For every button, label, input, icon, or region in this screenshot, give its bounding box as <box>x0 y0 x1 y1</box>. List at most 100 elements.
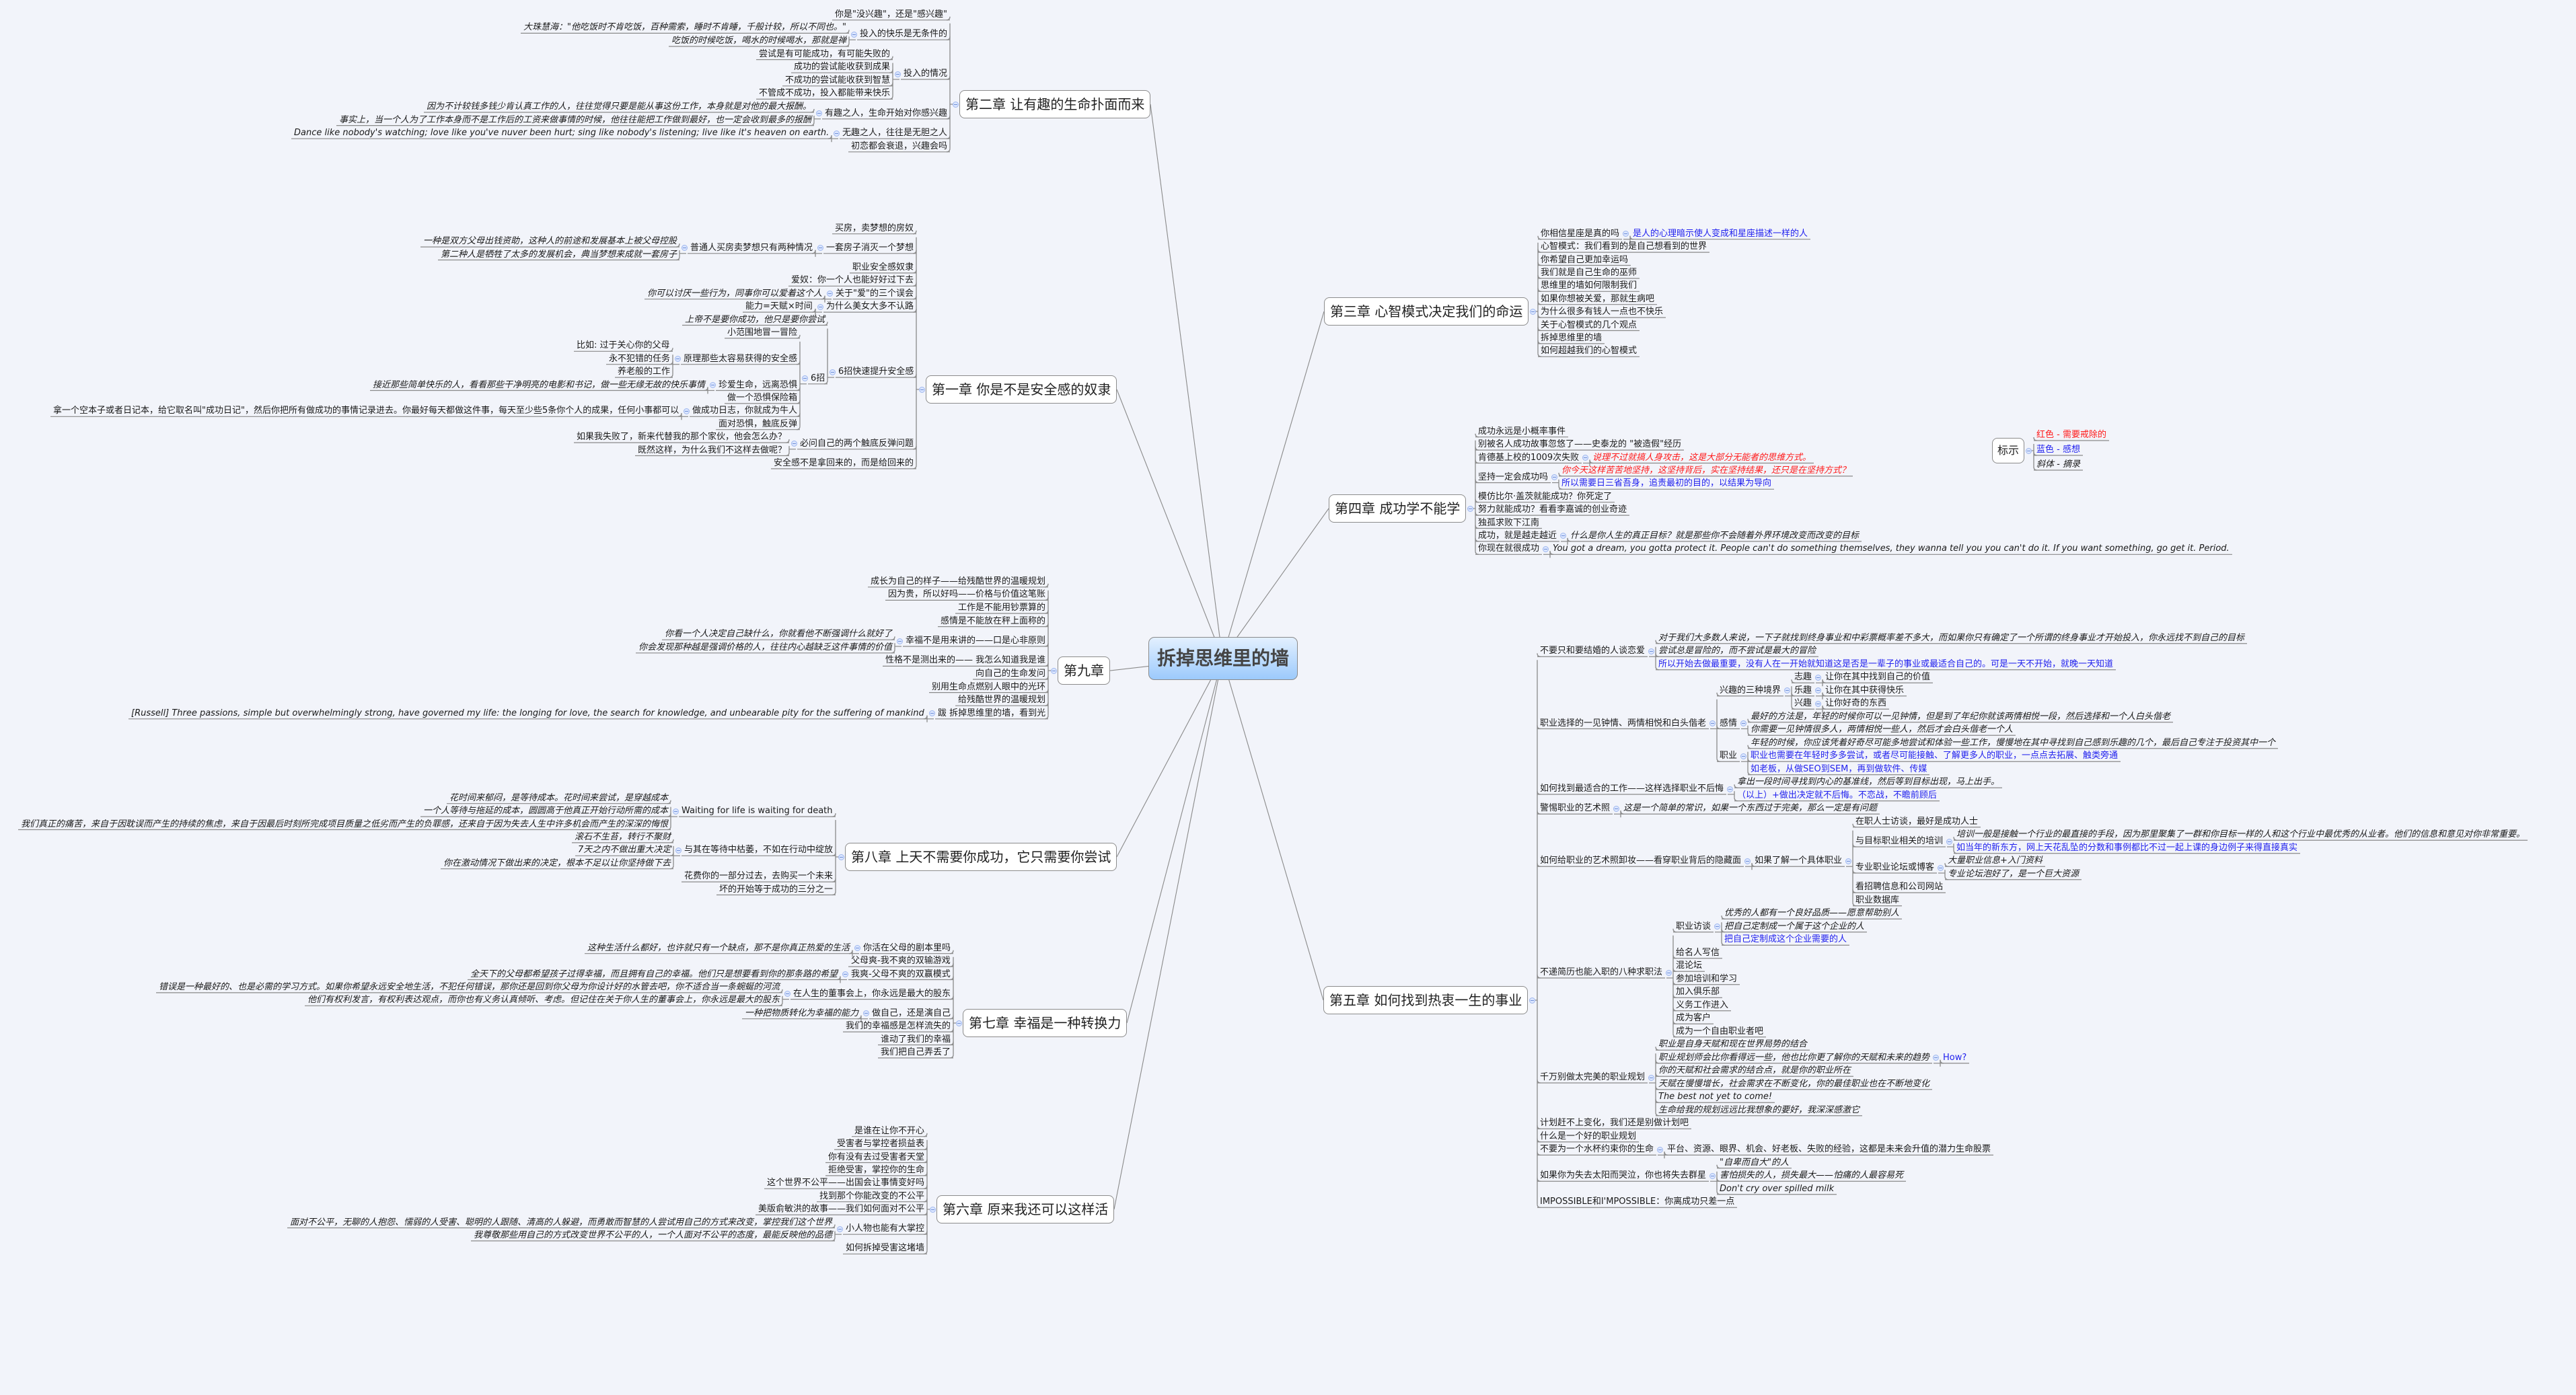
collapse-toggle-icon[interactable] <box>894 71 901 77</box>
topic-node[interactable]: 天赋在慢慢增长，社会需求在不断变化，你的最佳职业也在不断地变化 <box>1658 1078 1930 1089</box>
collapse-toggle-icon[interactable] <box>1740 720 1746 726</box>
topic-node[interactable]: 不要为一个水杯约束你的生命 <box>1540 1144 1654 1155</box>
collapse-toggle-icon[interactable] <box>1726 786 1733 792</box>
topic-node[interactable]: 珍爱生命，远离恐惧 <box>719 379 798 390</box>
topic-node[interactable]: 与其在等待中枯萎，不如在行动中绽放 <box>684 845 834 856</box>
collapse-toggle-icon[interactable] <box>826 291 833 297</box>
topic-node[interactable]: 如何超越我们的心智模式 <box>1541 346 1637 356</box>
topic-node[interactable]: 独孤求败下江南 <box>1478 517 1540 528</box>
chapter-ch4[interactable]: 第四章 成功学不能学 <box>1329 494 1467 523</box>
topic-node[interactable]: 投入的情况 <box>904 69 948 79</box>
topic-node[interactable]: 如果你为失去太阳而哭泣，你也将失去群星 <box>1540 1170 1707 1181</box>
topic-node[interactable]: 让你在其中找到自己的价值 <box>1825 672 1931 683</box>
collapse-toggle-icon[interactable] <box>1740 753 1746 759</box>
topic-node[interactable]: 害怕损失的人，损失最大——怕痛的人最容易死 <box>1720 1170 1904 1181</box>
topic-node[interactable]: 比如: 过于关心你的父母 <box>577 340 670 351</box>
collapse-toggle-icon[interactable] <box>1656 1146 1663 1153</box>
topic-node[interactable]: 7天之内不做出重大决定 <box>578 845 671 856</box>
topic-node[interactable]: 拆掉思维里的墙 <box>1541 332 1603 343</box>
topic-node[interactable]: 尝试是有可能成功，有可能失败的 <box>759 48 891 59</box>
topic-node[interactable]: 6招 <box>811 373 825 383</box>
collapse-toggle-icon[interactable] <box>836 1226 843 1232</box>
collapse-toggle-icon[interactable] <box>928 710 935 717</box>
topic-node[interactable]: [Russell] Three passions, simple but ove… <box>131 708 924 718</box>
topic-node[interactable]: 专业论坛泡好了，是一个巨大资源 <box>1948 868 2080 879</box>
collapse-toggle-icon[interactable] <box>784 991 790 997</box>
collapse-toggle-icon[interactable] <box>681 245 688 252</box>
chapter-ch6[interactable]: 第六章 原来我还可以这样活 <box>936 1195 1115 1223</box>
collapse-toggle-icon[interactable] <box>1529 308 1536 315</box>
collapse-toggle-icon[interactable] <box>1542 545 1549 552</box>
topic-node[interactable]: 如当年的新东方，网上天花乱坠的分数和事例都比不过一起上课的身边例子来得直接真实 <box>1956 842 2298 853</box>
topic-node[interactable]: IMPOSSIBLE和I'MPOSSIBLE：你离成功只差一点 <box>1540 1197 1735 1207</box>
topic-node[interactable]: 必问自己的两个触底反弹问题 <box>800 438 914 449</box>
chapter-ch9[interactable]: 第九章 <box>1058 656 1110 685</box>
topic-node[interactable]: 你希望自己更加幸运吗 <box>1541 254 1629 265</box>
collapse-toggle-icon[interactable] <box>1714 923 1720 930</box>
topic-node[interactable]: 永不犯错的任务 <box>609 353 671 364</box>
topic-node[interactable]: 模仿比尔·盖茨就能成功？你死定了 <box>1478 491 1613 502</box>
topic-node[interactable]: 感情 <box>1720 718 1738 728</box>
topic-node[interactable]: 接近那些简单快乐的人，看看那些干净明亮的电影和书记，做一些无缘无故的快乐事情 <box>373 379 706 390</box>
topic-node[interactable]: 为什么美女大多不认路 <box>826 301 914 312</box>
topic-node[interactable]: 感情是不能放在秤上面称的 <box>941 615 1046 626</box>
topic-node[interactable]: 平台、资源、眼界、机会、好老板、失败的经验，这都是未来会升值的潜力生命股票 <box>1667 1144 1991 1155</box>
topic-node[interactable]: 生命给我的规划远远比我想象的要好，我深深感激它 <box>1658 1104 1860 1115</box>
topic-node[interactable]: 不管成不成功，投入都能带来快乐 <box>759 88 891 99</box>
topic-node[interactable]: 成长为自己的样子——给残酷世界的温暖规划 <box>871 576 1046 587</box>
topic-node[interactable]: 混论坛 <box>1676 960 1703 971</box>
topic-node[interactable]: 这是一个简单的常识，如果一个东西过于完美，那么一定是有问题 <box>1623 803 1878 814</box>
topic-node[interactable]: 普通人买房卖梦想只有两种情况 <box>690 242 813 253</box>
topic-node[interactable]: 职业安全感奴隶 <box>852 262 914 272</box>
topic-node[interactable]: 这个世界不公平——出国会让事情变好吗 <box>767 1178 925 1189</box>
collapse-toggle-icon[interactable] <box>838 854 844 860</box>
topic-node[interactable]: 大量职业信息+入门资料 <box>1948 856 2043 866</box>
topic-node[interactable]: 说理不过就搞人身攻击，这是大部分无能者的思维方式。 <box>1592 452 1812 463</box>
collapse-toggle-icon[interactable] <box>1582 455 1588 461</box>
collapse-toggle-icon[interactable] <box>918 386 925 393</box>
collapse-toggle-icon[interactable] <box>829 369 836 375</box>
topic-node[interactable]: 成功，就是越走越近 <box>1478 530 1557 541</box>
topic-node[interactable]: 安全感不是拿回来的，而是给回来的 <box>774 457 914 468</box>
topic-node[interactable]: 能力=天赋×时间 <box>745 301 813 312</box>
topic-node[interactable]: 什么是一个好的职业规划 <box>1540 1131 1637 1141</box>
topic-node[interactable]: 面对不公平，无聊的人抱怨、懦弱的人受害、聪明的人跟随、清高的人躲避，而勇敢而智慧… <box>290 1217 833 1228</box>
topic-node[interactable]: 你在激动情况下做出来的决定，根本不足以让你坚持做下去 <box>443 858 671 868</box>
topic-node[interactable]: 如老板，从做SEO到SEM，再到做软件、传媒 <box>1751 763 1927 774</box>
topic-node[interactable]: 兴趣的三种境界 <box>1720 685 1781 695</box>
topic-node[interactable]: 如果我失败了，新来代替我的那个家伙，他会怎么办？ <box>577 432 787 443</box>
topic-node[interactable]: 6招快速提升安全感 <box>838 367 914 377</box>
topic-node[interactable]: 在人生的董事会上，你永远是最大的股东 <box>793 988 951 999</box>
topic-node[interactable]: 一套房子消灭一个梦想 <box>826 242 914 253</box>
collapse-toggle-icon[interactable] <box>1613 805 1619 812</box>
topic-node[interactable]: 错误是一种最好的、也是必需的学习方式。如果你希望永远安全地生活，不犯任何错误，那… <box>159 981 780 992</box>
topic-node[interactable]: 拿出一段时间寻找到内心的基准线，然后等到目标出现，马上出手。 <box>1737 777 2000 788</box>
collapse-toggle-icon[interactable] <box>2025 447 2032 454</box>
topic-node[interactable]: 坏的开始等于成功的三分之一 <box>719 884 834 895</box>
topic-node[interactable]: 向自己的生命发问 <box>976 669 1046 679</box>
collapse-toggle-icon[interactable] <box>1937 864 1944 871</box>
topic-node[interactable]: 是人的心理暗示使人变成和星座描述一样的人 <box>1633 228 1808 239</box>
collapse-toggle-icon[interactable] <box>955 1020 962 1026</box>
topic-node[interactable]: 第二种人是牺牲了太多的发展机会，典当梦想来成就一套房子 <box>441 249 677 260</box>
topic-node[interactable]: 做成功日志，你就成为牛人 <box>692 406 798 416</box>
topic-node[interactable]: 职业选择的一见钟情、两情相悦和白头偕老 <box>1540 718 1707 728</box>
chapter-ch1[interactable]: 第一章 你是不是安全感的奴隶 <box>926 375 1117 404</box>
topic-node[interactable]: 跋 拆掉思维里的墙，看到光 <box>938 708 1046 718</box>
topic-node[interactable]: 受害者与掌控者损益表 <box>837 1139 925 1149</box>
chapter-ch8[interactable]: 第八章 上天不需要你成功，它只需要你尝试 <box>845 843 1117 871</box>
collapse-toggle-icon[interactable] <box>854 945 860 952</box>
topic-node[interactable]: 成功永远是小概率事件 <box>1478 426 1566 437</box>
topic-node[interactable]: 职业是自身天赋和现在世界局势的结合 <box>1658 1039 1808 1050</box>
topic-node[interactable]: 把自己定制成这个企业需要的人 <box>1724 934 1847 945</box>
collapse-toggle-icon[interactable] <box>1783 687 1790 694</box>
topic-node[interactable]: "自卑而自大"的人 <box>1720 1157 1789 1168</box>
collapse-toggle-icon[interactable] <box>1467 505 1473 512</box>
topic-node[interactable]: 思维里的墙如何限制我们 <box>1541 280 1637 291</box>
topic-node[interactable]: 他们有权利发言，有权利表达观点，而你也有义务认真倾听、考虑。但记住在关于你人生的… <box>307 995 780 1006</box>
topic-node[interactable]: 美版俞敏洪的故事——我们如何面对不公平 <box>758 1204 925 1215</box>
collapse-toggle-icon[interactable] <box>817 303 823 310</box>
topic-node[interactable]: 成功的尝试能收获到成果 <box>794 62 891 73</box>
root-topic[interactable]: 拆掉思维里的墙 <box>1148 637 1298 680</box>
topic-node[interactable]: 职业数据库 <box>1855 895 1900 905</box>
